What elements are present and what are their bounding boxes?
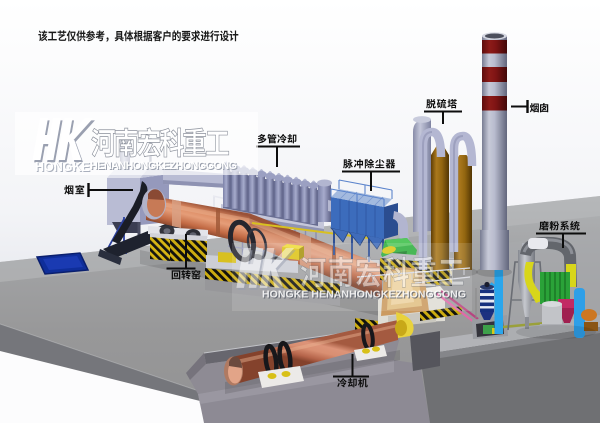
svg-text:HONGKE: HONGKE <box>36 161 91 175</box>
svg-text:HENANHONGKEZHONGGONG: HENANHONGKEZHONGGONG <box>90 160 237 172</box>
svg-text:HENANHONGKEZHONGGONG: HENANHONGKEZHONGGONG <box>91 161 238 173</box>
svg-text:HONGKE HENANHONGKEZHONGGONG: HONGKE HENANHONGKEZHONGGONG <box>262 289 466 301</box>
svg-text:HONGKE HENANHONGKEZHONGGONG: HONGKE HENANHONGKEZHONGGONG <box>263 290 467 302</box>
svg-text:HONGKE: HONGKE <box>35 160 90 174</box>
